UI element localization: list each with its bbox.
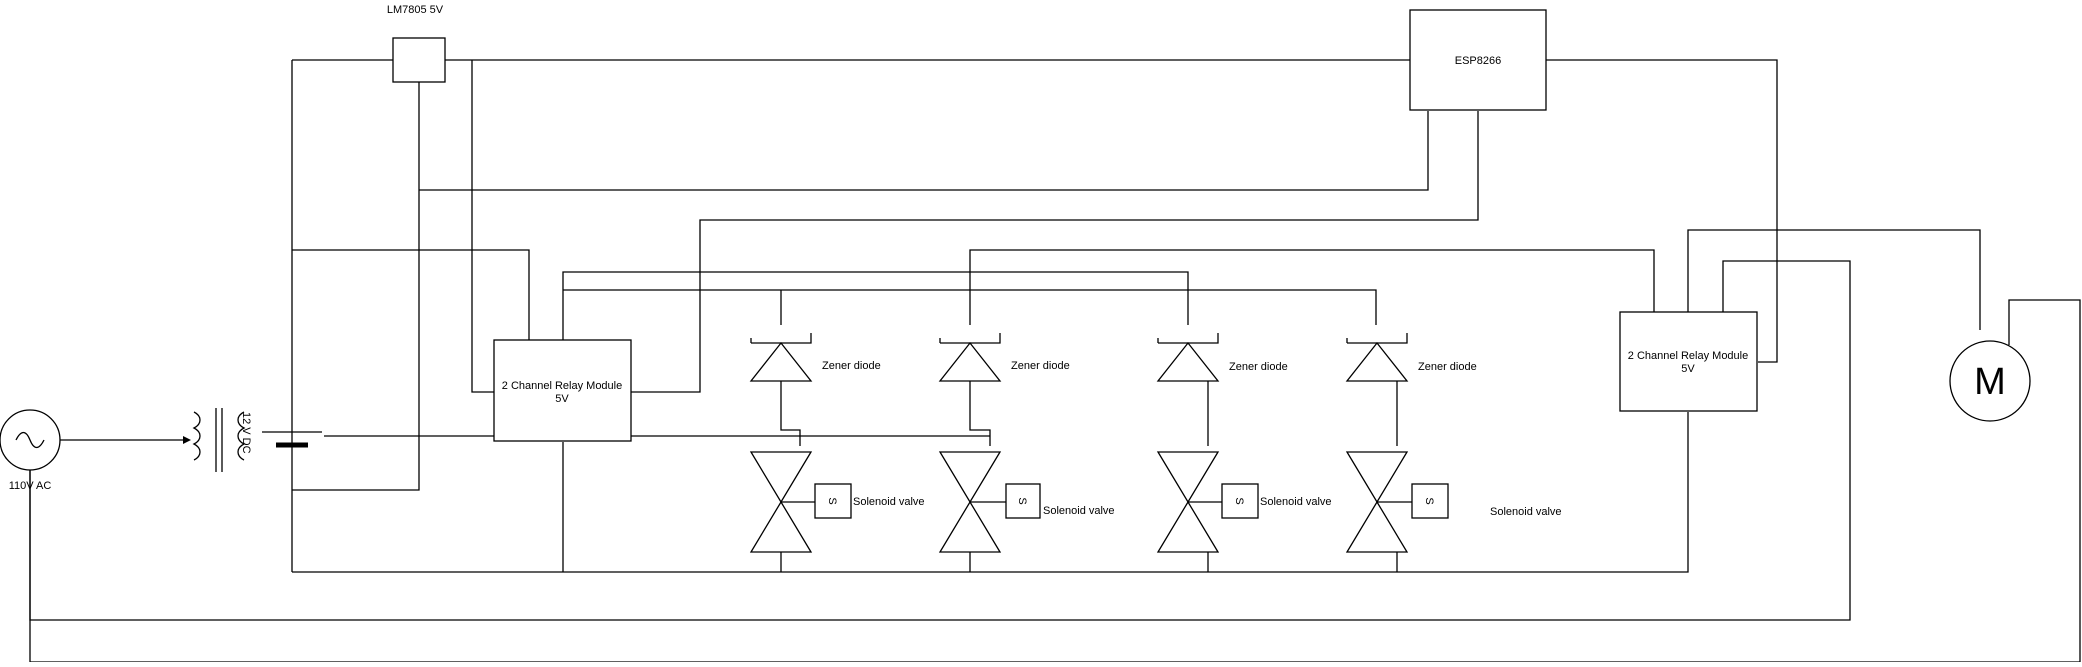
wire-relay2-motor <box>1687 229 1981 330</box>
zener-1-triangle <box>749 341 813 382</box>
valve-3-solenoid <box>1221 483 1259 519</box>
transformer-secondary-coil <box>237 411 246 461</box>
zener-2-triangle <box>938 341 1002 382</box>
regulator-label: LM7805 5V <box>387 4 444 16</box>
valve-2-top <box>938 451 1002 504</box>
zener-4-label: Zener diode <box>1418 361 1477 373</box>
transformer: 12 V DC <box>192 408 252 472</box>
valve-1-solenoid <box>814 483 852 519</box>
solenoid-valves: S Solenoid valve S Solenoid valve S Sole… <box>749 451 1562 553</box>
zener-diodes: Zener diode Zener diode Zener diode Zene… <box>749 333 1477 382</box>
wire-ac-bottom <box>29 470 2080 663</box>
sine-wave-icon <box>15 431 45 449</box>
zener-4-bar <box>1346 333 1408 344</box>
esp-box <box>1409 9 1547 111</box>
zener-4-triangle <box>1345 341 1409 382</box>
valve-2-label: Solenoid valve <box>1043 505 1115 517</box>
zener-diode-1: Zener diode <box>749 333 881 382</box>
wire-relay1-to-valves-2 <box>563 289 1377 325</box>
relay2-box <box>1619 311 1758 412</box>
zener-diode-4: Zener diode <box>1345 333 1477 382</box>
regulator: LM7805 5V <box>387 4 446 83</box>
wire-regulator-output <box>292 82 420 491</box>
valve-4-top <box>1345 451 1409 504</box>
valve-4-bottom <box>1345 500 1409 553</box>
ac-source: 110V AC <box>0 409 61 492</box>
motor-circle <box>1949 340 2031 422</box>
relay2-label-2: 5V <box>1681 363 1695 375</box>
valve-3-symbol: S <box>1233 497 1245 504</box>
relay1-label-2: 5V <box>555 393 569 405</box>
valve-3-top <box>1156 451 1220 504</box>
relay2-label-1: 2 Channel Relay Module <box>1628 350 1748 362</box>
zener-2-label: Zener diode <box>1011 360 1070 372</box>
wire-valve-gnd <box>780 552 1398 572</box>
esp-label: ESP8266 <box>1455 55 1501 67</box>
valve-1-symbol: S <box>826 497 838 504</box>
solenoid-valve-3: S Solenoid valve <box>1156 451 1332 553</box>
relay-module-2: 2 Channel Relay Module 5V <box>1619 311 1758 412</box>
transformer-primary-coil <box>192 411 201 461</box>
dc-source <box>262 431 322 448</box>
valve-1-label: Solenoid valve <box>853 496 925 508</box>
wire-esp-gnd <box>419 111 1429 191</box>
valve-2-bottom <box>938 500 1002 553</box>
zener-1-label: Zener diode <box>822 360 881 372</box>
ac-source-label: 110V AC <box>9 480 52 492</box>
valve-1-top <box>749 451 813 504</box>
zener-diode-3: Zener diode <box>1156 333 1288 382</box>
valve-4-label: Solenoid valve <box>1490 506 1562 518</box>
relay-module-1: 2 Channel Relay Module 5V <box>493 339 632 442</box>
valve-4-symbol: S <box>1423 497 1435 504</box>
esp8266: ESP8266 <box>1409 9 1547 111</box>
transformer-output-label: 12 V DC <box>240 412 252 454</box>
wire-zener-valve <box>780 381 1398 446</box>
wire-ground-bus <box>292 412 1689 573</box>
valve-3-label: Solenoid valve <box>1260 496 1332 508</box>
motor: M <box>1949 340 2031 422</box>
zener-1-bar <box>750 333 812 344</box>
zener-3-triangle <box>1156 341 1220 382</box>
valve-2-symbol: S <box>1016 497 1028 504</box>
wire-motor-ac <box>2008 299 2081 662</box>
valve-2-solenoid <box>1005 483 1041 519</box>
zener-2-bar <box>939 333 1001 344</box>
solenoid-valve-4: S Solenoid valve <box>1345 451 1562 553</box>
regulator-box <box>392 37 446 83</box>
zener-3-label: Zener diode <box>1229 361 1288 373</box>
zener-3-bar <box>1157 333 1219 344</box>
valve-4-solenoid <box>1411 483 1449 519</box>
motor-label: M <box>1974 361 2006 403</box>
relay1-label-1: 2 Channel Relay Module <box>502 380 622 392</box>
wire-regulator-relay1 <box>471 60 494 393</box>
valve-1-bottom <box>749 500 813 553</box>
relay1-box <box>493 339 632 442</box>
wire-relay2-ac <box>29 260 1851 621</box>
solenoid-valve-2: S Solenoid valve <box>938 451 1115 553</box>
solenoid-valve-1: S Solenoid valve <box>749 451 925 553</box>
wire-rail-relay1 <box>292 249 530 340</box>
valve-3-bottom <box>1156 500 1220 553</box>
wire-zener-bus <box>969 249 1655 325</box>
wire-top-bus <box>292 59 1778 363</box>
arrow-ac-transformer <box>183 436 191 444</box>
zener-diode-2: Zener diode <box>938 333 1070 382</box>
wire-esp-signal <box>631 111 1479 393</box>
wire-relay1-to-valves <box>562 271 1189 340</box>
